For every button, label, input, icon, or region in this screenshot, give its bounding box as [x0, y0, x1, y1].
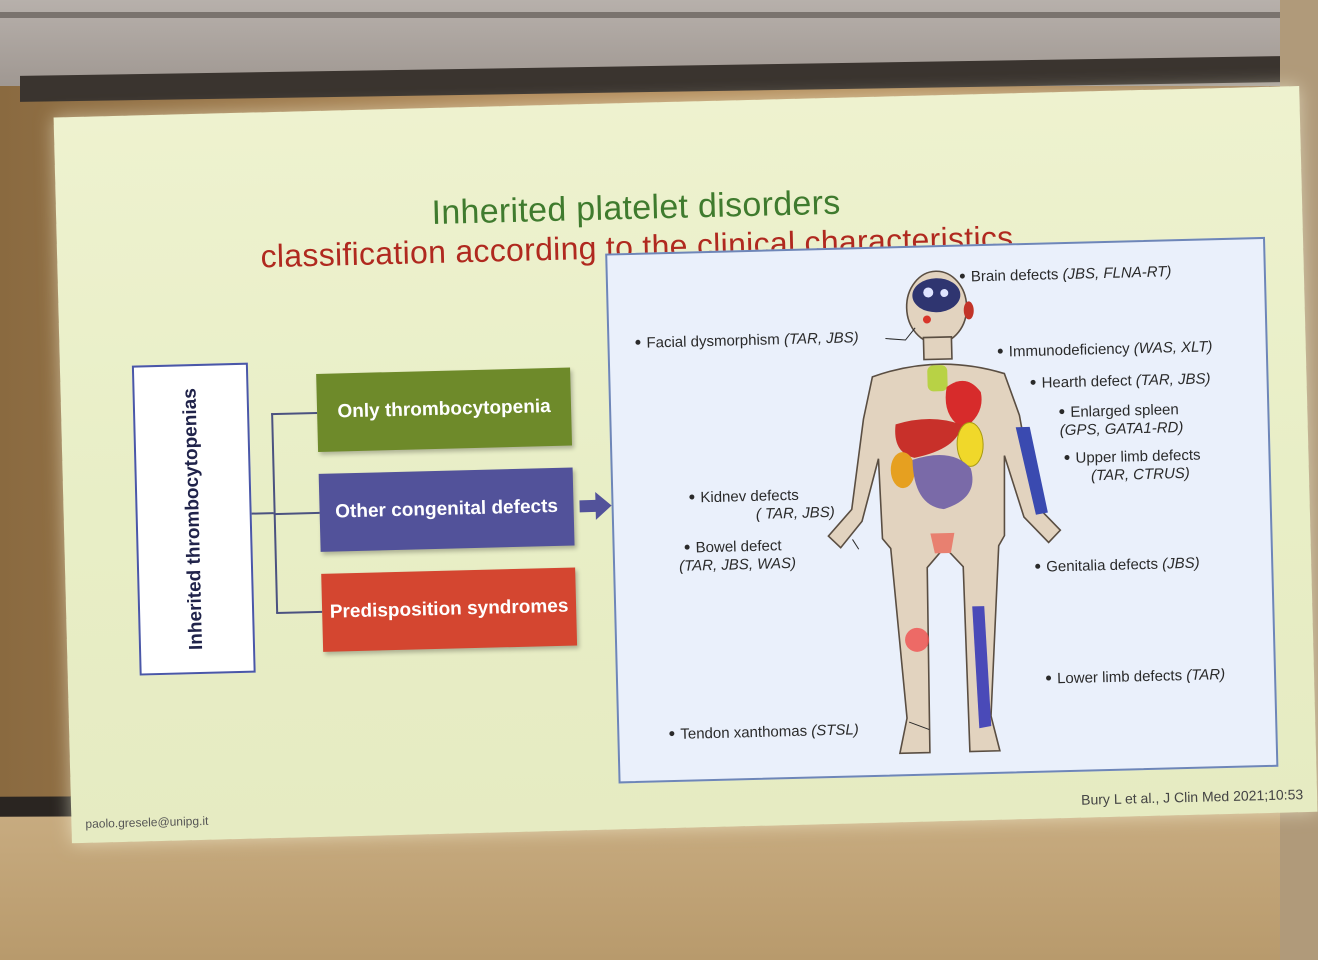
leader-lines — [852, 327, 930, 731]
ceiling-rail — [0, 12, 1280, 18]
thyroid-icon — [927, 365, 948, 392]
ear-icon — [963, 301, 974, 320]
inherited-thrombocytopenias-box: Inherited thrombocytopenias — [131, 362, 256, 676]
category-only-thrombocytopenia: Only thrombocytopenia — [316, 367, 573, 452]
genitalia-icon — [930, 532, 955, 554]
body-diagram-panel: Brain defects (JBS, FLNA-RT) Facial dysm… — [605, 236, 1279, 784]
spleen-icon — [956, 421, 984, 467]
heart-icon — [945, 380, 982, 429]
connector-branch-2 — [273, 511, 320, 516]
brain-icon — [912, 278, 961, 313]
annotation-spleen: Enlarged spleen (GPS, GATA1-RD) — [1059, 401, 1184, 440]
annotation-kidney: Kidnev defects ( TAR, JBS) — [689, 486, 835, 526]
kidney-icon — [890, 452, 915, 489]
brain-pattern-icon — [940, 289, 949, 298]
projected-slide: Inherited platelet disorders classificat… — [53, 85, 1318, 844]
brain-pattern-icon — [923, 287, 934, 298]
liver-icon — [895, 418, 962, 458]
arrow-right-icon — [579, 491, 612, 520]
connector-stem — [251, 512, 274, 515]
footer-citation: Bury L et al., J Clin Med 2021;10:53 — [1080, 786, 1304, 808]
face-mark-icon — [922, 315, 931, 324]
category-predisposition-syndromes: Predisposition syndromes — [321, 567, 578, 652]
connector-branch-3 — [276, 610, 323, 615]
upper-limb-bone-icon — [1015, 426, 1048, 515]
lower-limb-bone-icon — [972, 606, 992, 729]
annotation-upper-limb: Upper limb defects (TAR, CTRUS) — [1064, 447, 1201, 486]
bowel-icon — [912, 455, 973, 510]
vertical-label: Inherited thrombocytopenias — [179, 387, 208, 651]
human-body-illustration — [827, 270, 1062, 755]
xanthoma-spot-icon — [905, 627, 930, 652]
annotation-bowel: Bowel defect (TAR, JBS, WAS) — [678, 537, 797, 575]
connector-branch-1 — [271, 411, 318, 416]
footer-email: paolo.gresele@unipg.it — [85, 813, 209, 831]
category-other-congenital-defects: Other congenital defects — [318, 467, 575, 552]
